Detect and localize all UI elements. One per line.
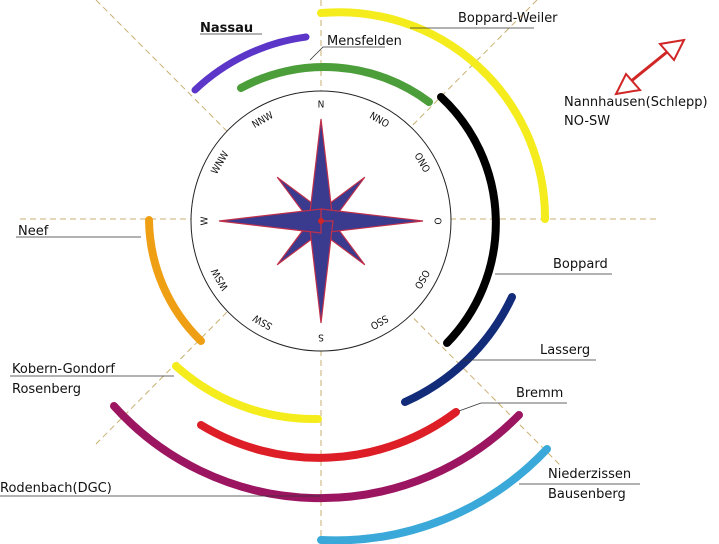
label-bausenberg: Bausenberg <box>548 487 626 502</box>
wind-arrow-shaft <box>629 46 673 84</box>
arc-nassau <box>191 33 310 94</box>
arc-mensfelden <box>237 63 433 106</box>
leader-mensfelden <box>309 46 385 61</box>
label-kobern-gondorf: Kobern-Gondorf <box>12 362 115 377</box>
label-nannhausen: Nannhausen(Schlepp) <box>564 95 708 110</box>
site-labels: Nassau Mensfelden Boppard-Weiler Nannhau… <box>0 11 708 502</box>
label-niederzissen: Niederzissen <box>548 467 631 482</box>
compass-label-w: W <box>200 216 211 225</box>
label-mensfelden: Mensfelden <box>327 34 402 49</box>
label-boppard-weiler: Boppard-Weiler <box>458 11 558 26</box>
arc-boppard-weiler <box>317 8 550 223</box>
arc-niederzissen <box>317 445 551 544</box>
compass-star <box>218 118 424 324</box>
compass-label-n: N <box>318 100 325 111</box>
label-rodenbach: Rodenbach(DGC) <box>0 481 112 496</box>
arc-boppard <box>437 93 500 347</box>
compass-star-point-cardinal <box>218 208 322 234</box>
wind-arrow-head-ne <box>658 38 686 62</box>
label-neef: Neef <box>18 224 49 239</box>
label-no-sw: NO-SW <box>564 114 610 129</box>
label-bremm: Bremm <box>516 386 563 401</box>
arc-rodenbach <box>110 402 523 503</box>
label-boppard: Boppard <box>553 257 608 272</box>
arc-kobern-gondorf <box>172 362 322 424</box>
compass-center <box>318 218 324 224</box>
label-nassau: Nassau <box>200 21 253 36</box>
wind-direction-arrow <box>614 38 686 96</box>
compass-label-s: S <box>318 332 324 343</box>
leader-lines <box>0 27 640 497</box>
arc-neef <box>145 216 205 345</box>
arc-lasserg <box>401 293 516 406</box>
compass-label-o: O <box>432 217 443 224</box>
label-lasserg: Lasserg <box>540 343 590 358</box>
arc-bremm <box>197 408 460 462</box>
wind-arrow-head-sw <box>614 72 642 96</box>
site-arcs <box>110 8 551 544</box>
leader-bremm <box>458 402 567 412</box>
label-rosenberg: Rosenberg <box>12 382 81 397</box>
